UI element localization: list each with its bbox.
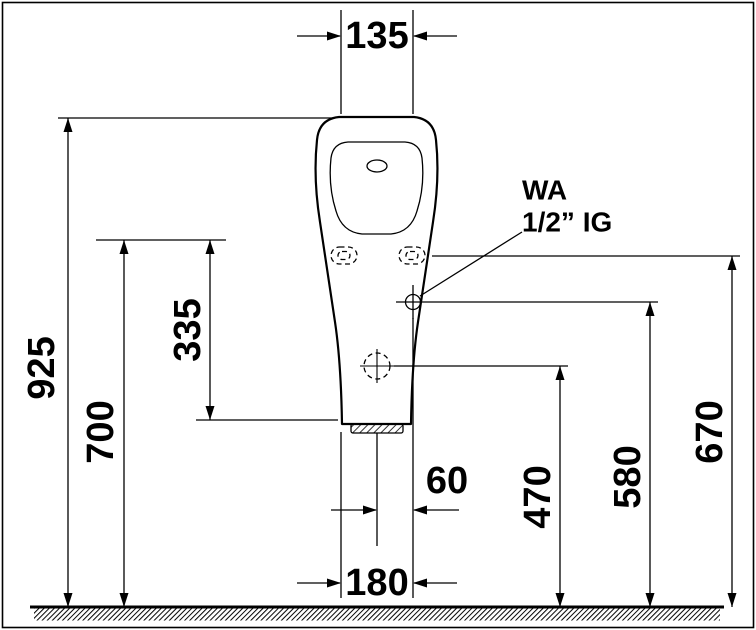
dim-label-overall-height: 925 — [21, 336, 63, 399]
dim-label-rim-to-base: 335 — [167, 298, 209, 361]
dim-label-water-supply-height: 580 — [607, 445, 649, 508]
dimension-bottom-width: 180 — [297, 562, 457, 604]
water-connection-abbr-label: WA — [522, 175, 567, 206]
dimension-fixing-holes-height: 670 — [689, 256, 737, 607]
floor-line — [30, 605, 724, 621]
dimension-water-supply-offset: 60 — [331, 460, 468, 515]
dim-label-drain-height: 470 — [517, 465, 559, 528]
urinal-basin-inner-outline — [329, 141, 424, 235]
urinal-outer-outline — [314, 115, 439, 426]
dimension-rim-to-base: 335 — [167, 240, 215, 420]
extension-lines — [58, 10, 740, 598]
water-connection-annotation: WA 1/2” IG — [419, 175, 612, 297]
water-connection-crosshair — [396, 285, 430, 319]
dimension-top-width: 135 — [297, 15, 457, 57]
flush-inlet-hole — [366, 159, 388, 173]
dimension-rim-height: 700 — [80, 240, 129, 607]
dimension-water-supply-height: 580 — [607, 302, 655, 607]
dim-label-bottom-width: 180 — [345, 562, 408, 604]
dim-label-top-width: 135 — [345, 15, 408, 57]
fixing-hole-right — [398, 246, 426, 265]
water-connection-spec-label: 1/2” IG — [522, 207, 612, 238]
dim-label-rim-height: 700 — [80, 400, 122, 463]
drain-circle — [360, 349, 394, 383]
fixing-hole-left — [330, 246, 358, 265]
dimension-drain-height: 470 — [517, 366, 565, 607]
dim-label-fixing-holes-height: 670 — [689, 400, 731, 463]
floor-hatch — [34, 608, 720, 621]
dim-label-water-supply-offset: 60 — [426, 460, 468, 502]
annotation-leader-line — [419, 231, 523, 297]
dimension-overall-height: 925 — [21, 118, 73, 607]
outlet-flange — [350, 423, 404, 434]
urinal-body — [314, 115, 439, 434]
